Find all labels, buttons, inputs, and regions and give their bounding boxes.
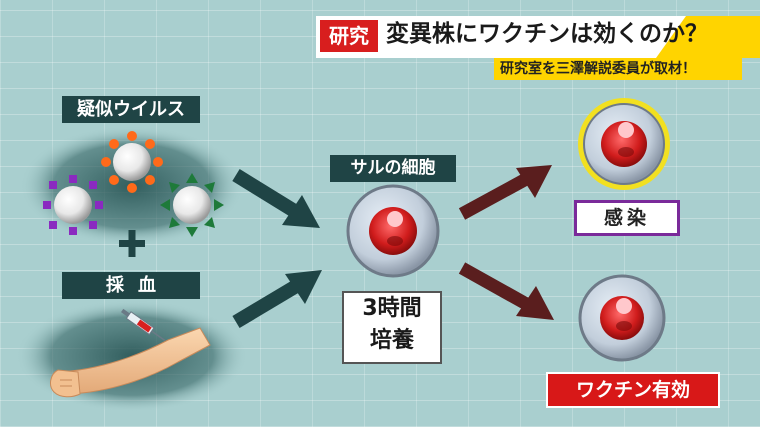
virus-particle-icon [101, 131, 163, 193]
arrow-icon [232, 270, 322, 329]
cell-icon [578, 274, 666, 362]
cell-icon [578, 98, 670, 190]
arrow-icon [458, 165, 552, 220]
plus-icon [119, 230, 145, 257]
topic-badge: 研究 [318, 18, 380, 54]
arrow-icon [232, 169, 320, 228]
blood-sampling-label: 採血 [62, 272, 200, 299]
culture-box: 3時間 培養 [342, 291, 442, 364]
virus-particle-icon [43, 175, 103, 235]
monkey-cell-label: サルの細胞 [330, 155, 456, 182]
subhead-bar [494, 58, 742, 80]
cell-icon [346, 184, 440, 278]
arm-syringe-icon [50, 308, 211, 398]
arrow-icon [458, 262, 554, 320]
vaccine-effective-label: ワクチン有効 [546, 372, 720, 408]
headline: 変異株にワクチンは効くのか？ [386, 21, 708, 47]
infected-label: 感染 [574, 200, 680, 236]
culture-time: 3時間 [362, 296, 422, 321]
culture-label: 培養 [369, 328, 414, 353]
virus-particle-icon [160, 173, 224, 237]
virus-label: 疑似ウイルス [62, 96, 200, 123]
subhead: 研究室を三澤解説委員が取材！ [500, 61, 696, 77]
header-banner [316, 16, 760, 58]
